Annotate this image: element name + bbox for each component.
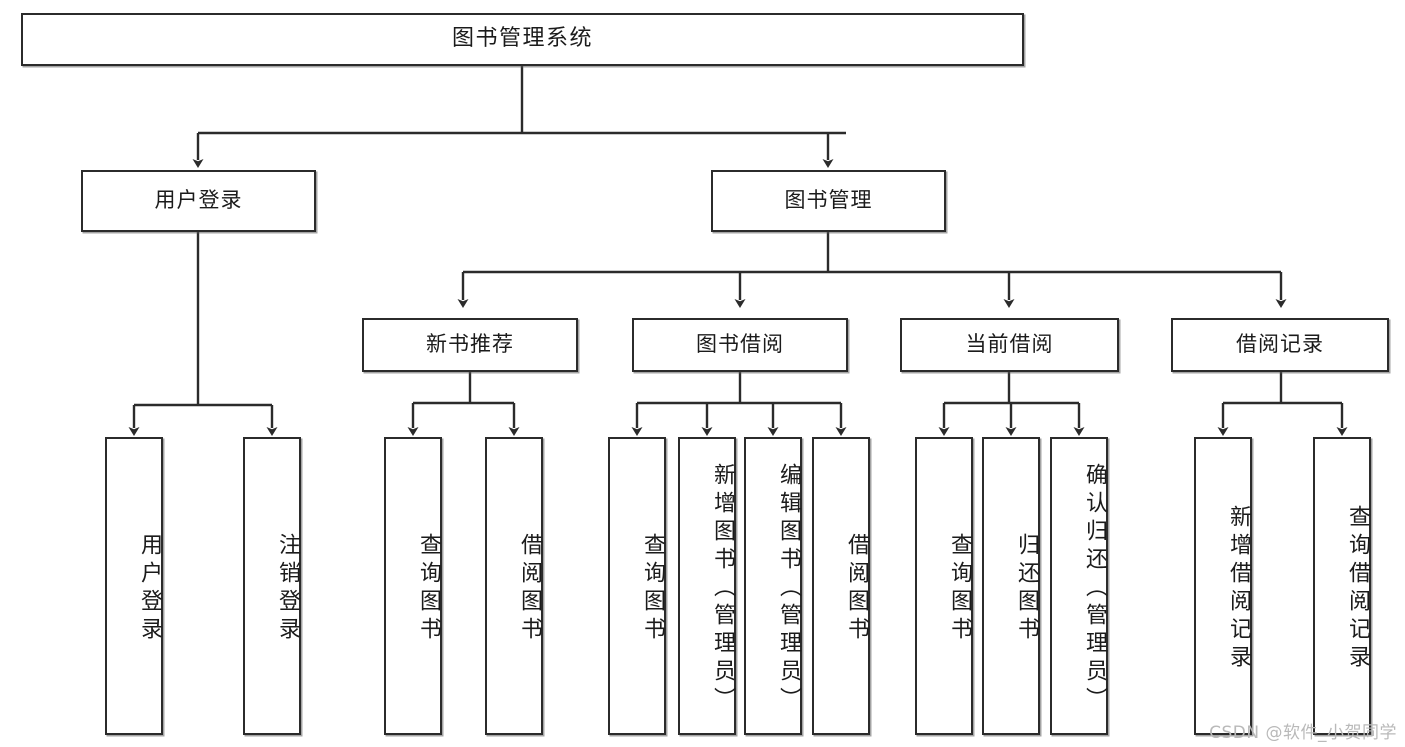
csdn-watermark: CSDN @软件_小贺同学 [1209, 723, 1397, 743]
node-book-borrow[interactable]: 图书借阅 [632, 318, 848, 372]
node-label: 新增图书（管理员） [710, 463, 735, 715]
node-label: 借阅记录 [1236, 332, 1324, 357]
node-label: 借阅图书 [517, 533, 542, 645]
node-label: 新增借阅记录 [1226, 505, 1251, 673]
node-label: 查询图书 [416, 533, 441, 645]
node-label: 查询借阅记录 [1345, 505, 1370, 673]
node-label: 当前借阅 [965, 332, 1054, 357]
leaf-add-borrow-record[interactable]: 新增借阅记录 [1194, 437, 1252, 735]
leaf-query-book-recommend[interactable]: 查询图书 [384, 437, 442, 735]
node-label: 新书推荐 [426, 332, 514, 357]
node-label: 图书管理 [784, 188, 873, 213]
node-label: 用户登录 [137, 533, 162, 645]
leaf-add-book[interactable]: 新增图书（管理员） [678, 437, 736, 735]
leaf-return-book[interactable]: 归还图书 [982, 437, 1040, 735]
leaf-confirm-return[interactable]: 确认归还（管理员） [1050, 437, 1108, 735]
node-label: 借阅图书 [844, 533, 869, 645]
node-label: 用户登录 [154, 188, 243, 213]
node-user-login[interactable]: 用户登录 [81, 170, 316, 232]
leaf-query-borrow-record[interactable]: 查询借阅记录 [1313, 437, 1371, 735]
node-borrow-record[interactable]: 借阅记录 [1171, 318, 1389, 372]
node-label: 编辑图书（管理员） [776, 463, 801, 715]
leaf-user-login[interactable]: 用户登录 [105, 437, 163, 735]
leaf-edit-book[interactable]: 编辑图书（管理员） [744, 437, 802, 735]
node-label: 查询图书 [947, 533, 972, 645]
node-label: 注销登录 [275, 533, 300, 645]
leaf-query-book-current[interactable]: 查询图书 [915, 437, 973, 735]
node-root-system[interactable]: 图书管理系统 [21, 13, 1024, 66]
node-book-manage[interactable]: 图书管理 [711, 170, 946, 232]
node-label: 图书管理系统 [451, 26, 593, 52]
node-label: 确认归还（管理员） [1082, 463, 1107, 715]
leaf-query-book-borrow[interactable]: 查询图书 [608, 437, 666, 735]
leaf-borrow-book[interactable]: 借阅图书 [812, 437, 870, 735]
node-label: 图书借阅 [696, 332, 784, 357]
leaf-logout-login[interactable]: 注销登录 [243, 437, 301, 735]
node-label: 归还图书 [1014, 533, 1039, 645]
node-current-borrow[interactable]: 当前借阅 [900, 318, 1119, 372]
node-new-book-recommend[interactable]: 新书推荐 [362, 318, 578, 372]
node-label: 查询图书 [640, 533, 665, 645]
leaf-borrow-book-recommend[interactable]: 借阅图书 [485, 437, 543, 735]
